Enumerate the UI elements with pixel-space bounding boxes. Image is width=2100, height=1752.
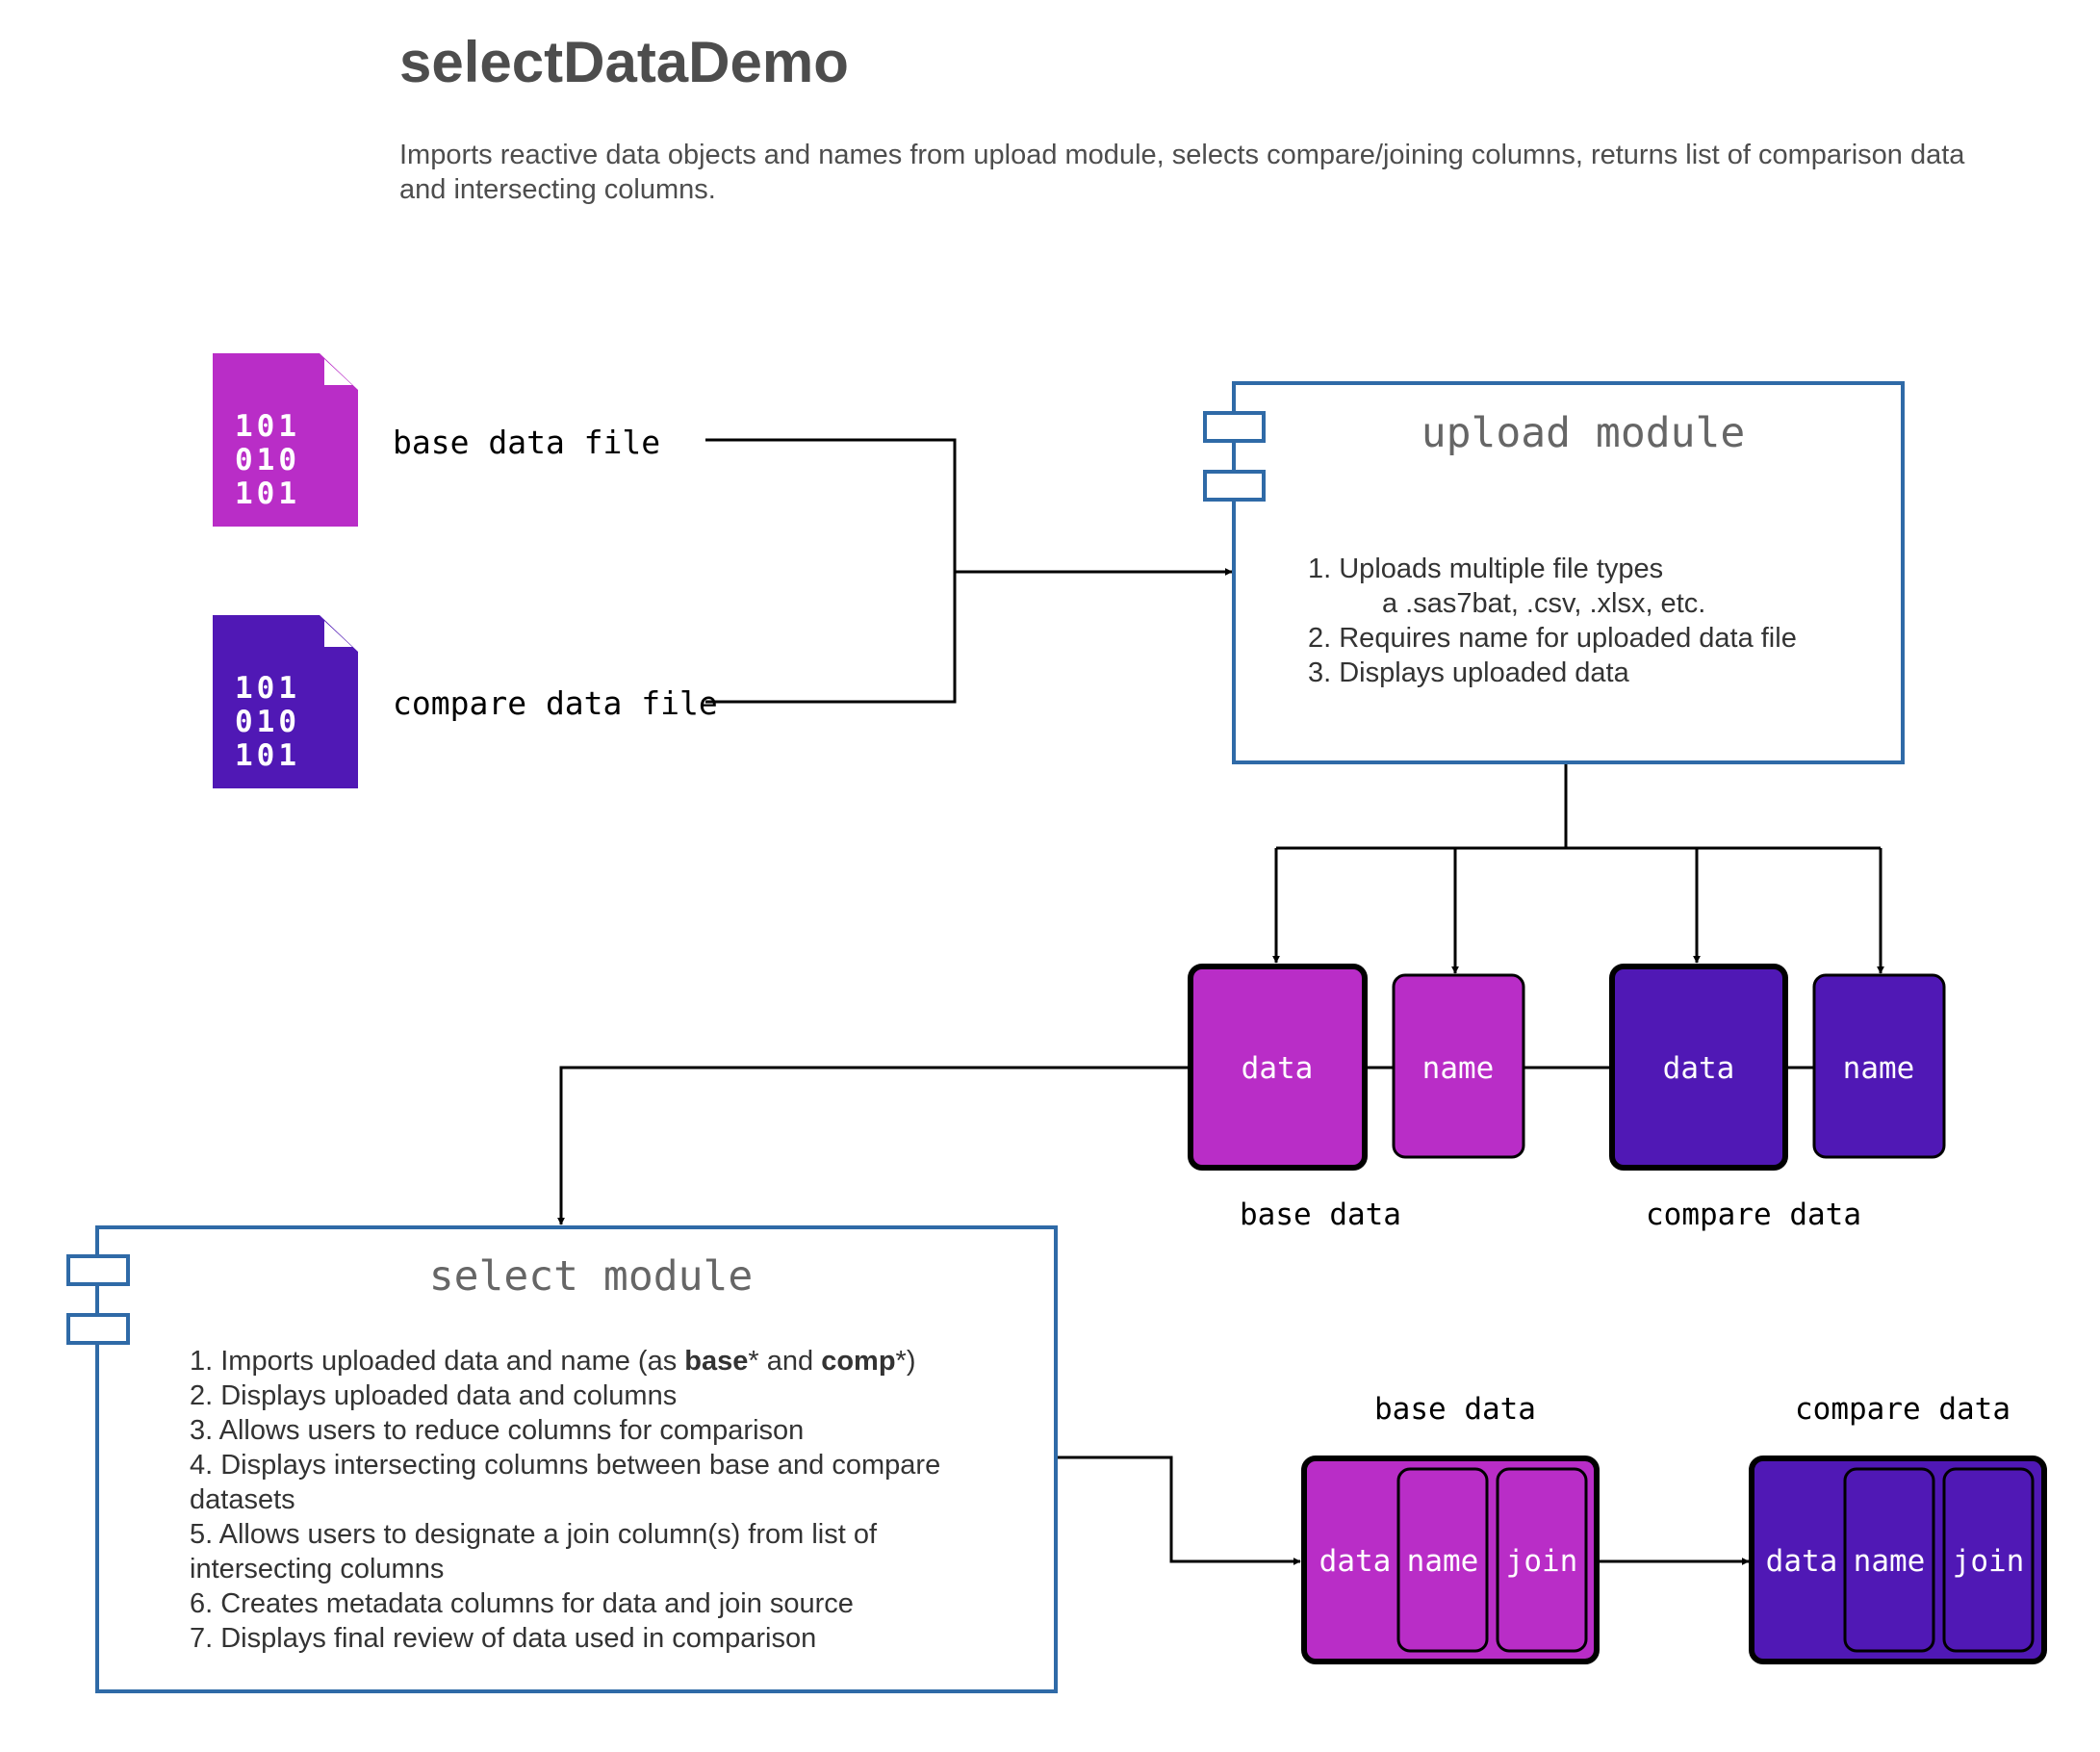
select-output-arrows bbox=[1058, 1456, 1750, 1565]
compare-name-box: name bbox=[1812, 973, 1946, 1159]
select-module-port-icon bbox=[66, 1254, 130, 1286]
upload-module-port-icon bbox=[1203, 470, 1266, 502]
select-compare-output: data name join bbox=[1749, 1456, 2047, 1664]
select-compare-name-cell bbox=[1843, 1467, 1935, 1653]
base-name-box-label: name bbox=[1422, 1051, 1495, 1086]
select-item-4b: datasets bbox=[190, 1484, 295, 1515]
output-link-lines bbox=[557, 1066, 1814, 1225]
compare-data-group-label: compare data bbox=[1646, 1198, 1861, 1232]
page-title: selectDataDemo bbox=[399, 30, 849, 94]
select-item-2: 2. Displays uploaded data and columns bbox=[190, 1380, 677, 1411]
select-compare-join-label: join bbox=[1953, 1544, 2025, 1579]
select-item-7: 7. Displays final review of data used in… bbox=[190, 1623, 816, 1654]
select-compare-data-label: data bbox=[1766, 1544, 1838, 1579]
base-name-box: name bbox=[1392, 973, 1525, 1159]
subtitle-line-2: and intersecting columns. bbox=[399, 174, 716, 205]
upload-module: upload module 1. Uploads multiple file t… bbox=[1203, 381, 1905, 764]
upload-item-1: 1. Uploads multiple file types bbox=[1308, 554, 1663, 584]
select-compare-name-label: name bbox=[1854, 1544, 1926, 1579]
select-module: select module 1. Imports uploaded data a… bbox=[66, 1225, 1058, 1693]
base-file-bits-3: 101 bbox=[235, 477, 300, 511]
select-item-5: 5. Allows users to designate a join colu… bbox=[190, 1519, 878, 1550]
compare-file-icon: 101 010 101 bbox=[213, 615, 358, 788]
subtitle-line-1: Imports reactive data objects and names … bbox=[399, 140, 1965, 170]
compare-file-bits-2: 010 bbox=[235, 705, 300, 739]
base-data-box-label: data bbox=[1242, 1051, 1314, 1086]
select-base-name-cell bbox=[1396, 1467, 1489, 1653]
select-module-port-icon bbox=[66, 1313, 130, 1345]
file-connectors bbox=[705, 438, 1233, 704]
select-item-5b: intersecting columns bbox=[190, 1554, 444, 1585]
select-base-name-label: name bbox=[1407, 1544, 1479, 1579]
base-file-bits-1: 101 bbox=[235, 409, 300, 444]
select-base-join-cell bbox=[1496, 1467, 1588, 1653]
select-base-group-label: base data bbox=[1374, 1392, 1536, 1427]
select-item-3: 3. Allows users to reduce columns for co… bbox=[190, 1415, 804, 1446]
select-module-title: select module bbox=[429, 1252, 754, 1301]
select-item-4: 4. Displays intersecting columns between… bbox=[190, 1450, 940, 1481]
select-base-data-label: data bbox=[1319, 1544, 1392, 1579]
select-base-output: data name join bbox=[1301, 1456, 1600, 1664]
select-base-join-label: join bbox=[1506, 1544, 1578, 1579]
compare-data-box: data bbox=[1609, 964, 1788, 1171]
upload-item-3: 3. Displays uploaded data bbox=[1308, 657, 1630, 688]
upload-module-title: upload module bbox=[1421, 409, 1746, 457]
compare-file-bits-1: 101 bbox=[235, 671, 300, 706]
upload-item-1a: a .sas7bat, .csv, .xlsx, etc. bbox=[1382, 588, 1705, 619]
select-item-1: 1. Imports uploaded data and name (as ba… bbox=[190, 1346, 915, 1377]
select-compare-join-cell bbox=[1942, 1467, 2035, 1653]
base-file-bits-2: 010 bbox=[235, 443, 300, 477]
compare-data-box-label: data bbox=[1663, 1051, 1735, 1086]
compare-name-box-label: name bbox=[1843, 1051, 1915, 1086]
base-data-group-label: base data bbox=[1240, 1198, 1401, 1232]
upload-item-2: 2. Requires name for uploaded data file bbox=[1308, 623, 1797, 654]
select-compare-group-label: compare data bbox=[1795, 1392, 2010, 1427]
base-file-label: base data file bbox=[393, 424, 660, 461]
compare-file-bits-3: 101 bbox=[235, 738, 300, 773]
base-data-box: data bbox=[1188, 964, 1368, 1171]
base-file-icon: 101 010 101 bbox=[213, 353, 358, 527]
select-item-6: 6. Creates metadata columns for data and… bbox=[190, 1588, 854, 1619]
compare-file-label: compare data file bbox=[393, 684, 718, 722]
upload-output-arrows bbox=[1272, 764, 1884, 974]
upload-module-port-icon bbox=[1203, 411, 1266, 443]
